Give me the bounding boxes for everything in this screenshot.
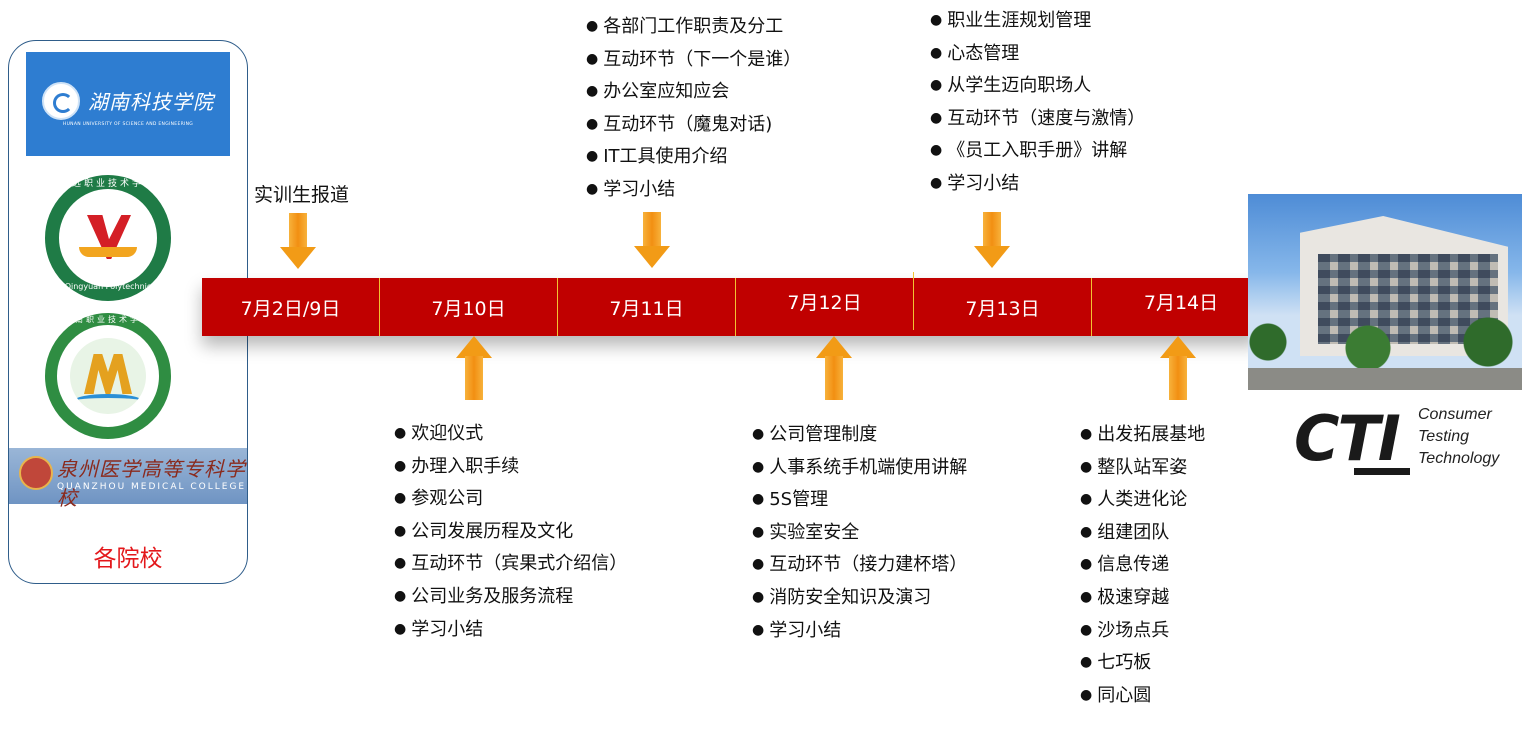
school-name-cn: 湖南科技学院 [88, 90, 214, 114]
list-item: 5S管理 [752, 484, 967, 517]
list-item: 公司管理制度 [752, 419, 967, 452]
list-item: 组建团队 [1080, 517, 1205, 550]
list-item: 学习小结 [752, 615, 967, 648]
qingyuan-polytechnic-logo: 清远职业技术学院 Qingyuan Polytechnic [45, 175, 171, 301]
list-item: 互动环节（接力建杯塔） [752, 549, 967, 582]
list-item: 互动环节（宾果式介绍信） [394, 548, 627, 581]
logo-word: Testing [1418, 428, 1469, 445]
list-item: 公司发展历程及文化 [394, 516, 627, 549]
list-item: 极速穿越 [1080, 582, 1205, 615]
list-item: 学习小结 [586, 174, 801, 207]
list-item: 办理入职手续 [394, 451, 627, 484]
list-item: 《员工入职手册》讲解 [930, 135, 1145, 168]
schools-label: 各院校 [93, 546, 163, 572]
quanzhou-medical-logo: 泉州医学高等专科学校 QUANZHOU MEDICAL COLLEGE [9, 448, 247, 510]
list-item: 人类进化论 [1080, 484, 1205, 517]
list-item: 学习小结 [930, 168, 1145, 201]
company-building-photo [1248, 194, 1522, 390]
school-name-cn: 湖南职业技术学院 [64, 315, 152, 324]
logo-word: Technology [1418, 450, 1500, 467]
down-arrow-icon [634, 212, 670, 272]
list-item: 整队站军姿 [1080, 452, 1205, 485]
list-item: 出发拓展基地 [1080, 419, 1205, 452]
date-jul-14: 7月14日 [1143, 291, 1219, 314]
logo-word: Consumer [1418, 406, 1492, 423]
list-item: 公司业务及服务流程 [394, 581, 627, 614]
agenda-jul-12: 公司管理制度 人事系统手机端使用讲解 5S管理 实验室安全 互动环节（接力建杯塔… [752, 419, 967, 647]
list-item: 心态管理 [930, 38, 1145, 71]
list-item: 学习小结 [394, 614, 627, 647]
list-item: IT工具使用介绍 [586, 141, 801, 174]
agenda-jul-13: 职业生涯规划管理 心态管理 从学生迈向职场人 互动环节（速度与激情） 《员工入职… [930, 5, 1145, 201]
list-item: 各部门工作职责及分工 [586, 11, 801, 44]
list-item: 消防安全知识及演习 [752, 582, 967, 615]
list-item: 从学生迈向职场人 [930, 70, 1145, 103]
list-item: 沙场点兵 [1080, 615, 1205, 648]
date-jul-10: 7月10日 [380, 278, 558, 336]
list-item: 实验室安全 [752, 517, 967, 550]
list-item: 欢迎仪式 [394, 418, 627, 451]
up-arrow-icon [1160, 336, 1196, 402]
up-arrow-icon [456, 336, 492, 402]
list-item: 互动环节（下一个是谁） [586, 44, 801, 77]
list-item: 互动环节（魔鬼对话) [586, 109, 801, 142]
list-item: 信息传递 [1080, 549, 1205, 582]
hunan-university-logo: 湖南科技学院 HUNAN UNIVERSITY OF SCIENCE AND E… [26, 52, 230, 156]
list-item: 参观公司 [394, 483, 627, 516]
university-emblem-icon [42, 81, 80, 120]
list-item: 同心圆 [1080, 680, 1205, 713]
date-jul-13: 7月13日 [914, 278, 1092, 336]
timeline-bar [202, 278, 1258, 336]
college-emblem-icon [19, 456, 53, 490]
cti-logo: CTI Consumer Testing Technology [1294, 404, 1514, 480]
date-jul-11: 7月11日 [558, 278, 736, 336]
list-item: 七巧板 [1080, 647, 1205, 680]
list-item: 人事系统手机端使用讲解 [752, 452, 967, 485]
down-arrow-icon [280, 213, 316, 271]
school-name-en: HUNAN UNIVERSITY OF SCIENCE AND ENGINEER… [62, 121, 194, 127]
agenda-jul-11: 各部门工作职责及分工 互动环节（下一个是谁） 办公室应知应会 互动环节（魔鬼对话… [586, 11, 801, 207]
list-item: 职业生涯规划管理 [930, 5, 1145, 38]
cti-logo-mark: CTI [1294, 402, 1401, 475]
agenda-jul-10: 欢迎仪式 办理入职手续 参观公司 公司发展历程及文化 互动环节（宾果式介绍信） … [394, 418, 627, 646]
school-name-en: Qingyuan Polytechnic [64, 282, 152, 291]
agenda-jul-14: 出发拓展基地 整队站军姿 人类进化论 组建团队 信息传递 极速穿越 沙场点兵 七… [1080, 419, 1205, 712]
school-name-cn: 清远职业技术学院 [59, 179, 156, 189]
down-arrow-icon [974, 212, 1010, 272]
hunan-vocational-logo: 湖南职业技术学院 [45, 313, 171, 439]
list-item: 互动环节（速度与激情） [930, 103, 1145, 136]
date-jul-2-9: 7月2日/9日 [202, 278, 380, 336]
list-item: 办公室应知应会 [586, 76, 801, 109]
school-name-en: QUANZHOU MEDICAL COLLEGE [57, 482, 247, 492]
up-arrow-icon [816, 336, 852, 402]
date-jul-12: 7月12日 [736, 272, 914, 330]
school-name-cn: 泉州医学高等专科学校 [57, 457, 246, 510]
report-label: 实训生报道 [254, 184, 350, 206]
